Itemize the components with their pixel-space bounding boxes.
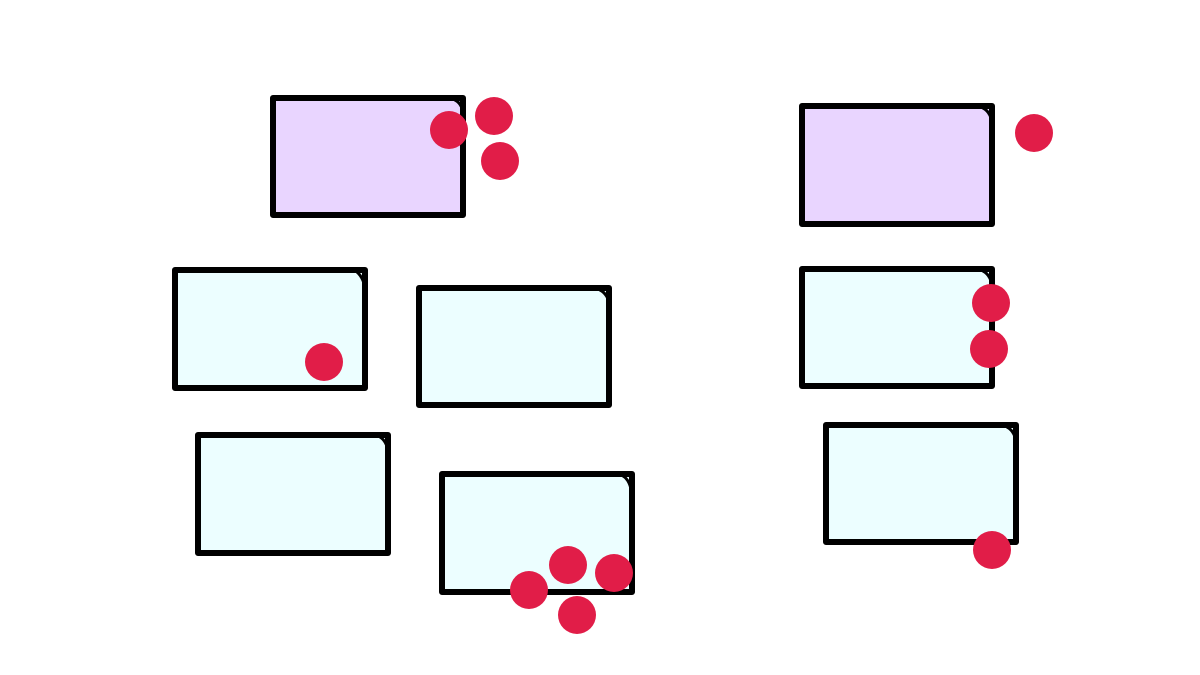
- dot[interactable]: [549, 546, 587, 584]
- left-group: [172, 95, 635, 634]
- dot[interactable]: [595, 554, 633, 592]
- box-left-mid-right[interactable]: [416, 285, 612, 408]
- dot[interactable]: [970, 330, 1008, 368]
- dot[interactable]: [972, 284, 1010, 322]
- box-right-mid[interactable]: [799, 266, 995, 389]
- dot[interactable]: [430, 111, 468, 149]
- box-right-bottom[interactable]: [823, 422, 1019, 545]
- dot[interactable]: [481, 142, 519, 180]
- dot[interactable]: [510, 571, 548, 609]
- right-group: [799, 103, 1053, 569]
- box-left-top[interactable]: [270, 95, 466, 218]
- box-left-mid-left[interactable]: [172, 267, 368, 391]
- dot[interactable]: [558, 596, 596, 634]
- box-right-top[interactable]: [799, 103, 995, 227]
- dot[interactable]: [973, 531, 1011, 569]
- box-left-bottom-left[interactable]: [195, 432, 391, 556]
- dot[interactable]: [475, 97, 513, 135]
- dot[interactable]: [305, 343, 343, 381]
- dot[interactable]: [1015, 114, 1053, 152]
